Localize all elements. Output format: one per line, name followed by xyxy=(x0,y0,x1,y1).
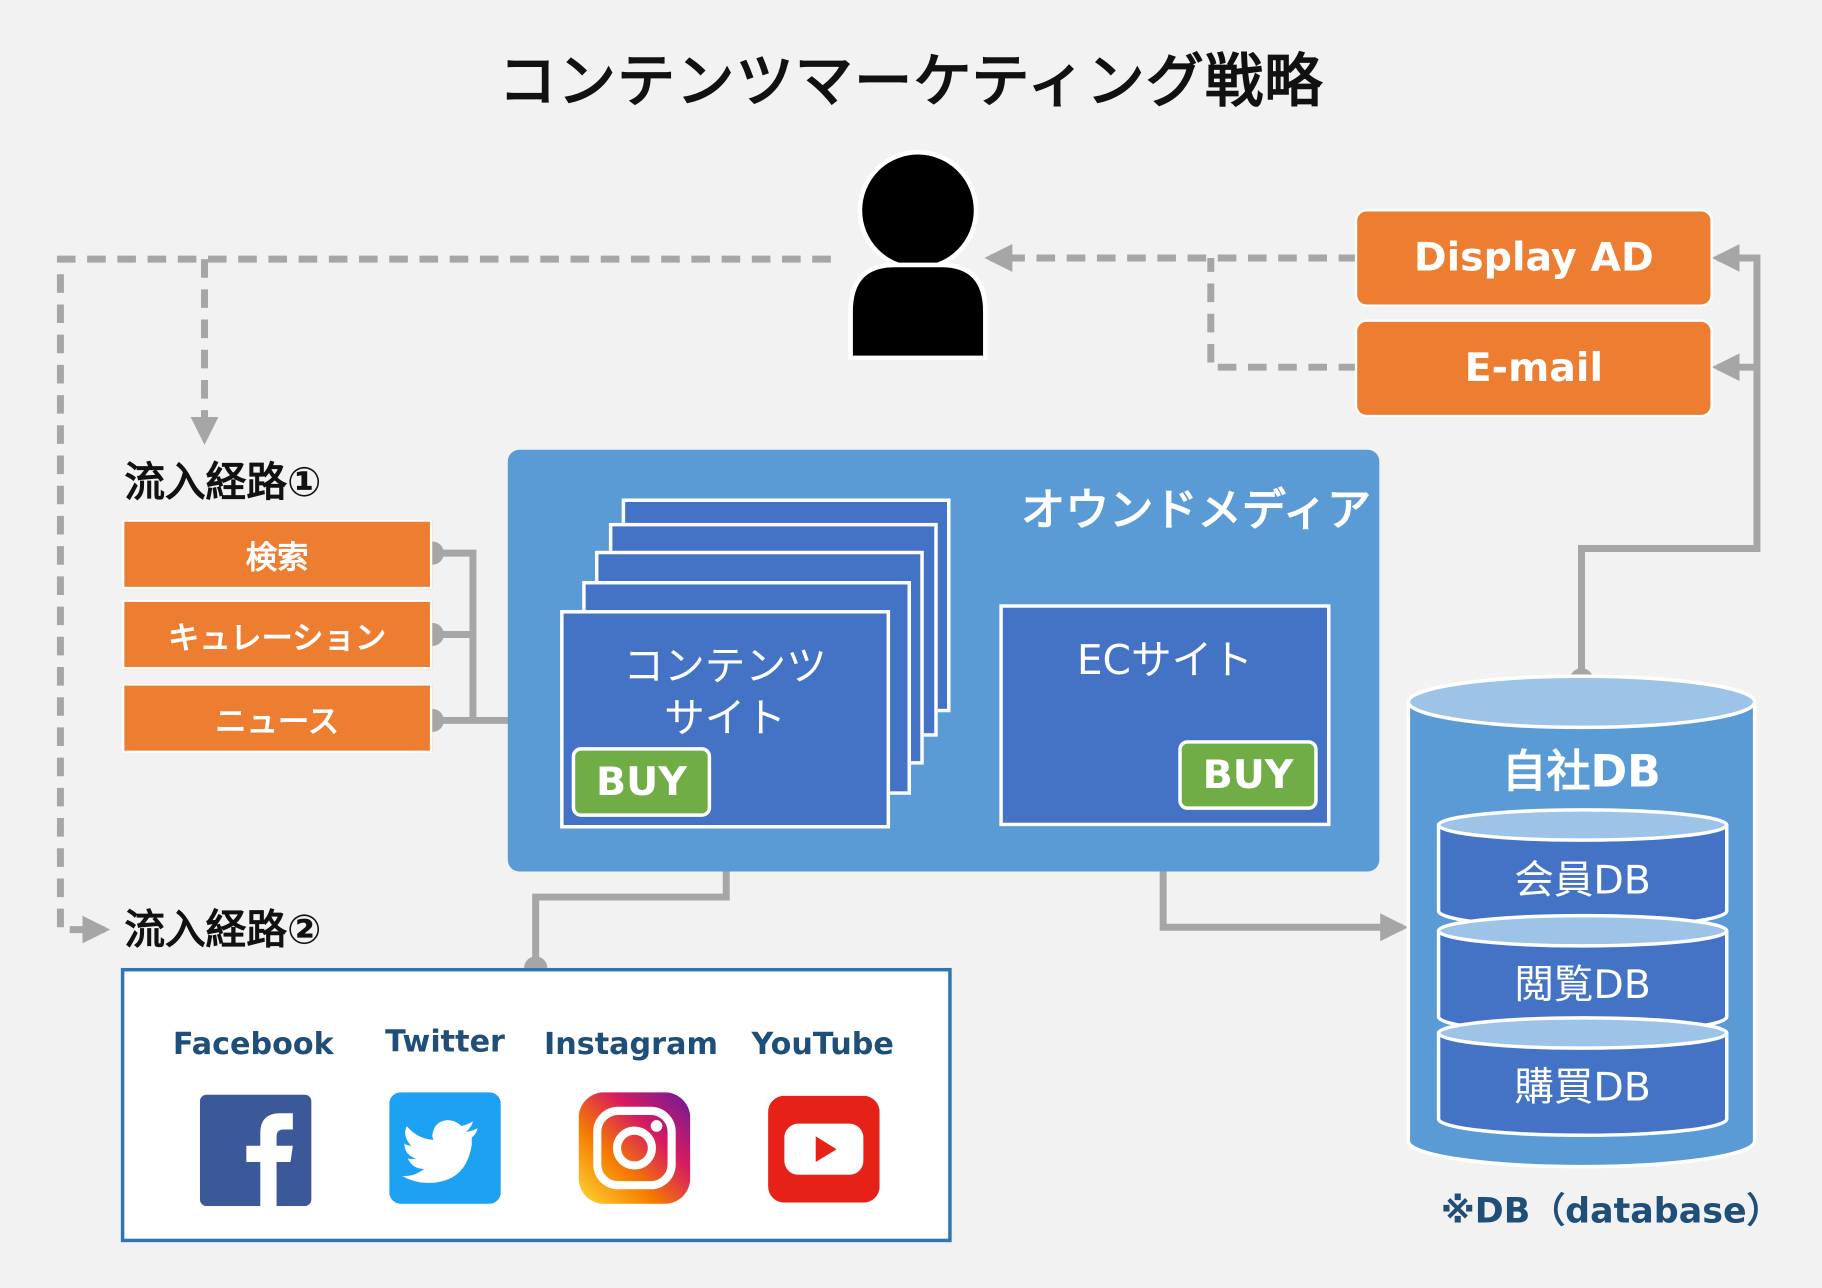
twitter-label: Twitter xyxy=(385,1024,505,1060)
purchase-db-cylinder xyxy=(1436,1016,1729,1138)
owned-media-title: オウンドメディア xyxy=(1020,484,1372,536)
inflow-curation: キュレーション xyxy=(122,599,433,670)
facebook-label: Facebook xyxy=(172,1027,334,1063)
inflow-route-2-heading: 流入経路② xyxy=(124,907,322,955)
page-title: コンテンツマーケティング戦略 xyxy=(498,47,1324,116)
inflow-route-1-heading: 流入経路① xyxy=(124,460,322,507)
dashed-email-branch xyxy=(1207,257,1358,371)
facebook-icon xyxy=(199,1094,312,1207)
display-ad-box: Display AD xyxy=(1354,209,1713,307)
db-to-ads xyxy=(1577,244,1761,680)
inflow-news: ニュース xyxy=(122,683,433,753)
instagram-icon xyxy=(578,1092,691,1204)
content-site-label-line2: サイト xyxy=(664,696,787,743)
browsing-db-label: 閲覧DB xyxy=(1514,962,1651,1009)
member-db-label: 会員DB xyxy=(1514,857,1651,905)
ec-site-buy-button: BUY xyxy=(1178,740,1318,810)
inflow-search: 検索 xyxy=(122,519,433,590)
dashed-user-to-inflow xyxy=(56,255,831,944)
browsing-db-cylinder xyxy=(1436,913,1729,1035)
ec-site-label: ECサイト xyxy=(1076,637,1253,685)
content-site-buy-button: BUY xyxy=(571,747,712,817)
twitter-icon xyxy=(389,1092,501,1204)
user-icon xyxy=(848,149,988,361)
purchase-db-label: 購買DB xyxy=(1514,1064,1651,1111)
db-note: ※DB（database） xyxy=(1440,1191,1782,1232)
instagram-label: Instagram xyxy=(543,1027,718,1063)
youtube-label: YouTube xyxy=(751,1027,894,1063)
email-box: E-mail xyxy=(1354,319,1713,418)
member-db-cylinder xyxy=(1436,808,1729,930)
company-db-title: 自社DB xyxy=(1502,746,1661,798)
content-site-label-line1: コンテンツ xyxy=(623,643,827,691)
youtube-icon xyxy=(768,1095,880,1203)
